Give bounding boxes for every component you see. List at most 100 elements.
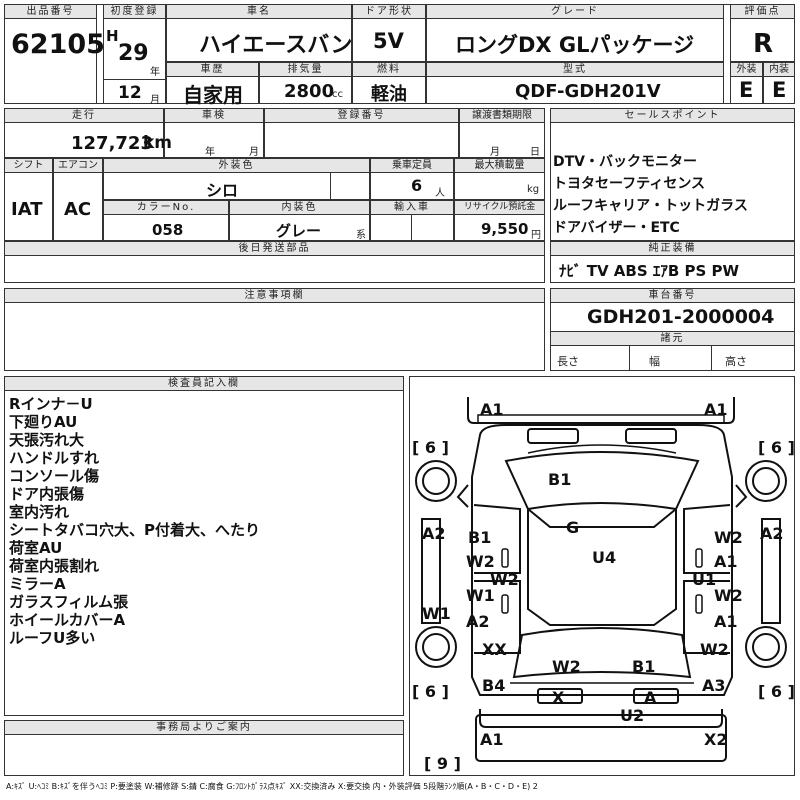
car-outline (415, 397, 787, 762)
mark-back-door: U2 (620, 706, 645, 725)
door-label: ドア形状 (353, 5, 425, 19)
interior-color: グレー (276, 222, 322, 240)
inspector-note: ミラーA (9, 575, 66, 593)
sales-points-label: セールスポイント (551, 109, 794, 123)
lot-number: 62105 (11, 29, 105, 60)
body-color: シロ (206, 181, 239, 200)
inspector-note: コンソール傷 (9, 467, 100, 485)
grade: ロングDX GLパッケージ (455, 33, 695, 57)
score-cell: 評価点 R (730, 4, 795, 62)
registration-cell: 登録番号 (264, 108, 459, 158)
reg-month: 12 (118, 83, 142, 103)
load-label: 最大積載量 (455, 159, 544, 173)
office-label: 事務局よりご案内 (5, 721, 403, 735)
inspector-note: ガラスフィルム張 (9, 593, 129, 611)
inspector-notes: Rインナ－U 下廻りAU 天張汚れ大 ハンドルすれ コンソール傷 ドア内張傷 室… (9, 395, 260, 647)
capacity: 6 (411, 176, 423, 195)
load-unit: kg (527, 184, 540, 195)
interior-label: 内装 (764, 63, 794, 77)
chassis-label: 車台番号 (551, 289, 794, 303)
doc-deadline-cell: 譲渡書類期限 月 日 (459, 108, 545, 158)
tire-rear-left: [ 6 ] (412, 682, 449, 701)
mileage-label: 走行 (5, 109, 163, 123)
doc-month-unit: 月 (490, 147, 500, 158)
recycle-cell: リサイクル預託金 9,550 円 (454, 200, 545, 241)
car-name-label: 車名 (167, 5, 351, 19)
model-label: 型式 (427, 63, 723, 77)
car-name-cell: 車名 ハイエースバン (166, 4, 352, 62)
history-cell: 車歴 自家用 (166, 62, 259, 107)
caution-box: 注意事項欄 (4, 288, 545, 371)
capacity-unit: 人 (435, 188, 445, 199)
interior-color-cell: 内装色 グレー 系 (229, 200, 370, 241)
sales-point: トヨタセーフティセンス (553, 176, 706, 192)
car-name: ハイエースバン (199, 33, 353, 58)
inspector-note: 下廻りAU (9, 413, 78, 431)
inspection-cell: 車検 年 月 (164, 108, 264, 158)
mileage: 127,723 (71, 133, 153, 154)
inspector-note: シートタバコ穴大、P付着大、へたり (9, 521, 260, 539)
mark-left-front-door-b1: B1 (468, 528, 492, 547)
interior-cell: 内装 E (763, 62, 795, 104)
import-label: 輸入車 (371, 201, 453, 215)
mark-left-fender: A2 (422, 524, 446, 543)
reg-year: 29 (118, 41, 149, 66)
exterior-grade: E (739, 78, 754, 102)
door-type: 5V (373, 29, 404, 53)
capacity-cell: 乗車定員 6 人 (370, 158, 454, 200)
load-cell: 最大積載量 kg (454, 158, 545, 200)
specs-label: 諸元 (551, 331, 794, 346)
spare-tire: [ 9 ] (424, 754, 461, 773)
inspector-note: ドア内張傷 (9, 485, 85, 503)
first-reg-label: 初度登録 (104, 5, 165, 19)
lot-cell: 出品番号 62105 (4, 4, 105, 104)
mark-front-bumper-left: A1 (480, 400, 504, 419)
mark-left-quarter-xx: XX (482, 640, 507, 659)
ac: AC (64, 199, 92, 220)
door-cell: ドア形状 5V (352, 4, 426, 62)
color-no-label: カラーNo. (104, 201, 228, 215)
fuel: 軽油 (371, 84, 407, 105)
mark-right-rear-corner-a3: A3 (702, 676, 726, 695)
spec-width: 幅 (649, 355, 660, 368)
model-cell: 型式 QDF-GDH201V (426, 62, 724, 104)
year-unit: 年 (150, 67, 160, 78)
mark-left-rear-corner-b4: B4 (482, 676, 506, 695)
inspector-box: 検査員記入欄 Rインナ－U 下廻りAU 天張汚れ大 ハンドルすれ コンソール傷 … (4, 376, 404, 716)
sales-point: DTV・バックモニター (553, 154, 698, 170)
mark-rear-bumper-right: X2 (704, 730, 728, 749)
score: R (753, 29, 774, 59)
inspection-year-unit: 年 (205, 147, 215, 158)
mark-hood: B1 (548, 470, 572, 489)
displacement-cell: 排気量 2800 cc (259, 62, 352, 104)
inspector-note: 荷室AU (9, 539, 63, 557)
first-reg-cell: 初度登録 H 29 年 12 月 (103, 4, 166, 106)
ac-label: エアコン (54, 159, 102, 173)
mark-roof: U4 (592, 548, 617, 567)
sales-points-list: DTV・バックモニター トヨタセーフティセンス ルーフキャリア・トットガラス ド… (553, 151, 748, 239)
color-label: 外装色 (104, 159, 369, 173)
era: H (106, 27, 119, 45)
mark-right-tail-lamp: A (644, 688, 657, 707)
caution-label: 注意事項欄 (5, 289, 544, 303)
color-no-cell: カラーNo. 058 (103, 200, 229, 241)
displacement: 2800 (284, 81, 335, 102)
inspector-note: 荷室内張割れ (9, 557, 100, 575)
displacement-unit: cc (332, 89, 343, 100)
shift-label: シフト (5, 159, 52, 173)
inspector-note: ハンドルすれ (9, 449, 100, 467)
mark-right-front-door-w2: W2 (714, 528, 743, 547)
model-code: QDF-GDH201V (515, 81, 661, 102)
spec-length: 長さ (557, 355, 579, 368)
mark-left-tail-lamp: X (552, 688, 565, 707)
mark-rear-window-w2: W2 (552, 657, 581, 676)
interior-color-unit: 系 (356, 230, 366, 241)
history: 自家用 (183, 83, 243, 107)
fuel-cell: 燃料 軽油 (352, 62, 426, 105)
damage-diagram: A1 A1 B1 G A2 A2 B1 W2 W2 U4 A1 W2 U1 W1… (409, 376, 795, 776)
shift-cell: シフト IAT (4, 158, 53, 241)
mark-left-pillar-w2: W2 (490, 570, 519, 589)
equipment-list: ﾅﾋﾞ TV ABS ｴｱB PS PW (559, 262, 740, 280)
mark-right-front-door-a1: A1 (714, 552, 738, 571)
fuel-label: 燃料 (353, 63, 425, 77)
